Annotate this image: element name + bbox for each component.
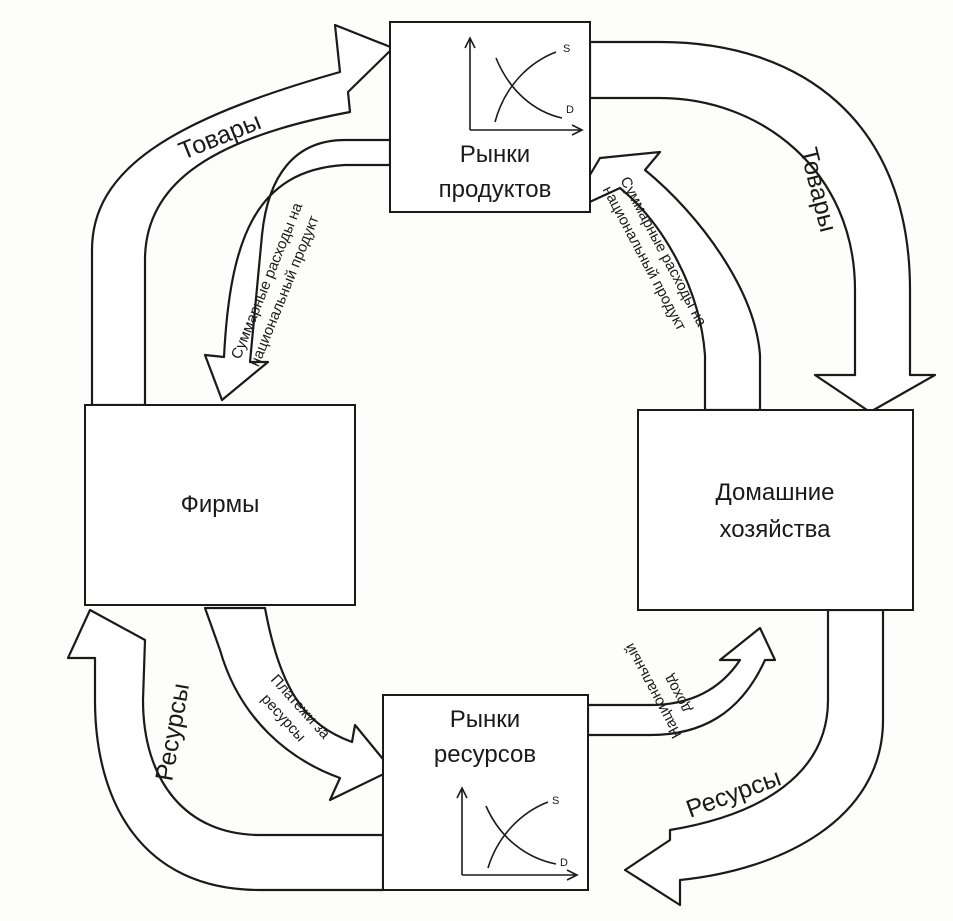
product-markets-title-line1: Рынки bbox=[460, 141, 530, 168]
product-sd-x-arrow bbox=[571, 124, 584, 136]
flow-spending-product-market-to-firms bbox=[203, 138, 392, 402]
resource-demand-label: D bbox=[560, 857, 568, 869]
resource-sd-y-arrow bbox=[456, 786, 468, 799]
firms-box bbox=[84, 404, 356, 606]
flow-spending-households-to-product-market bbox=[566, 150, 762, 412]
households-title-line1: Домашние bbox=[716, 479, 835, 506]
resource-markets-box bbox=[382, 694, 589, 891]
flow-goods-product-market-to-households bbox=[588, 40, 937, 414]
resources-label-left: Ресурсы bbox=[150, 681, 195, 783]
product-markets-title-line2: продуктов bbox=[439, 176, 552, 203]
product-supply-label: S bbox=[563, 43, 570, 55]
product-demand-curve bbox=[495, 57, 563, 119]
resource-supply-curve bbox=[487, 801, 549, 869]
product-sd-y-arrow bbox=[464, 36, 476, 49]
firms-title: Фирмы bbox=[181, 491, 260, 518]
households-title-line2: хозяйства bbox=[719, 516, 831, 543]
product-market-sd-chart bbox=[464, 36, 584, 136]
flow-income-resource-market-to-households bbox=[586, 626, 777, 737]
resource-supply-label: S bbox=[552, 795, 559, 807]
resource-markets-title-line2: ресурсов bbox=[434, 741, 536, 768]
product-supply-curve bbox=[494, 51, 557, 123]
flow-resources-households-to-resource-market bbox=[623, 608, 885, 907]
resource-markets-title-line1: Рынки bbox=[450, 706, 520, 733]
product-demand-label: D bbox=[566, 104, 574, 116]
resource-demand-curve bbox=[485, 805, 557, 865]
resource-market-sd-chart bbox=[456, 786, 579, 881]
flow-resources-resource-market-to-firms bbox=[66, 608, 385, 892]
resource-sd-x-arrow bbox=[566, 869, 579, 881]
households-box bbox=[637, 409, 914, 611]
